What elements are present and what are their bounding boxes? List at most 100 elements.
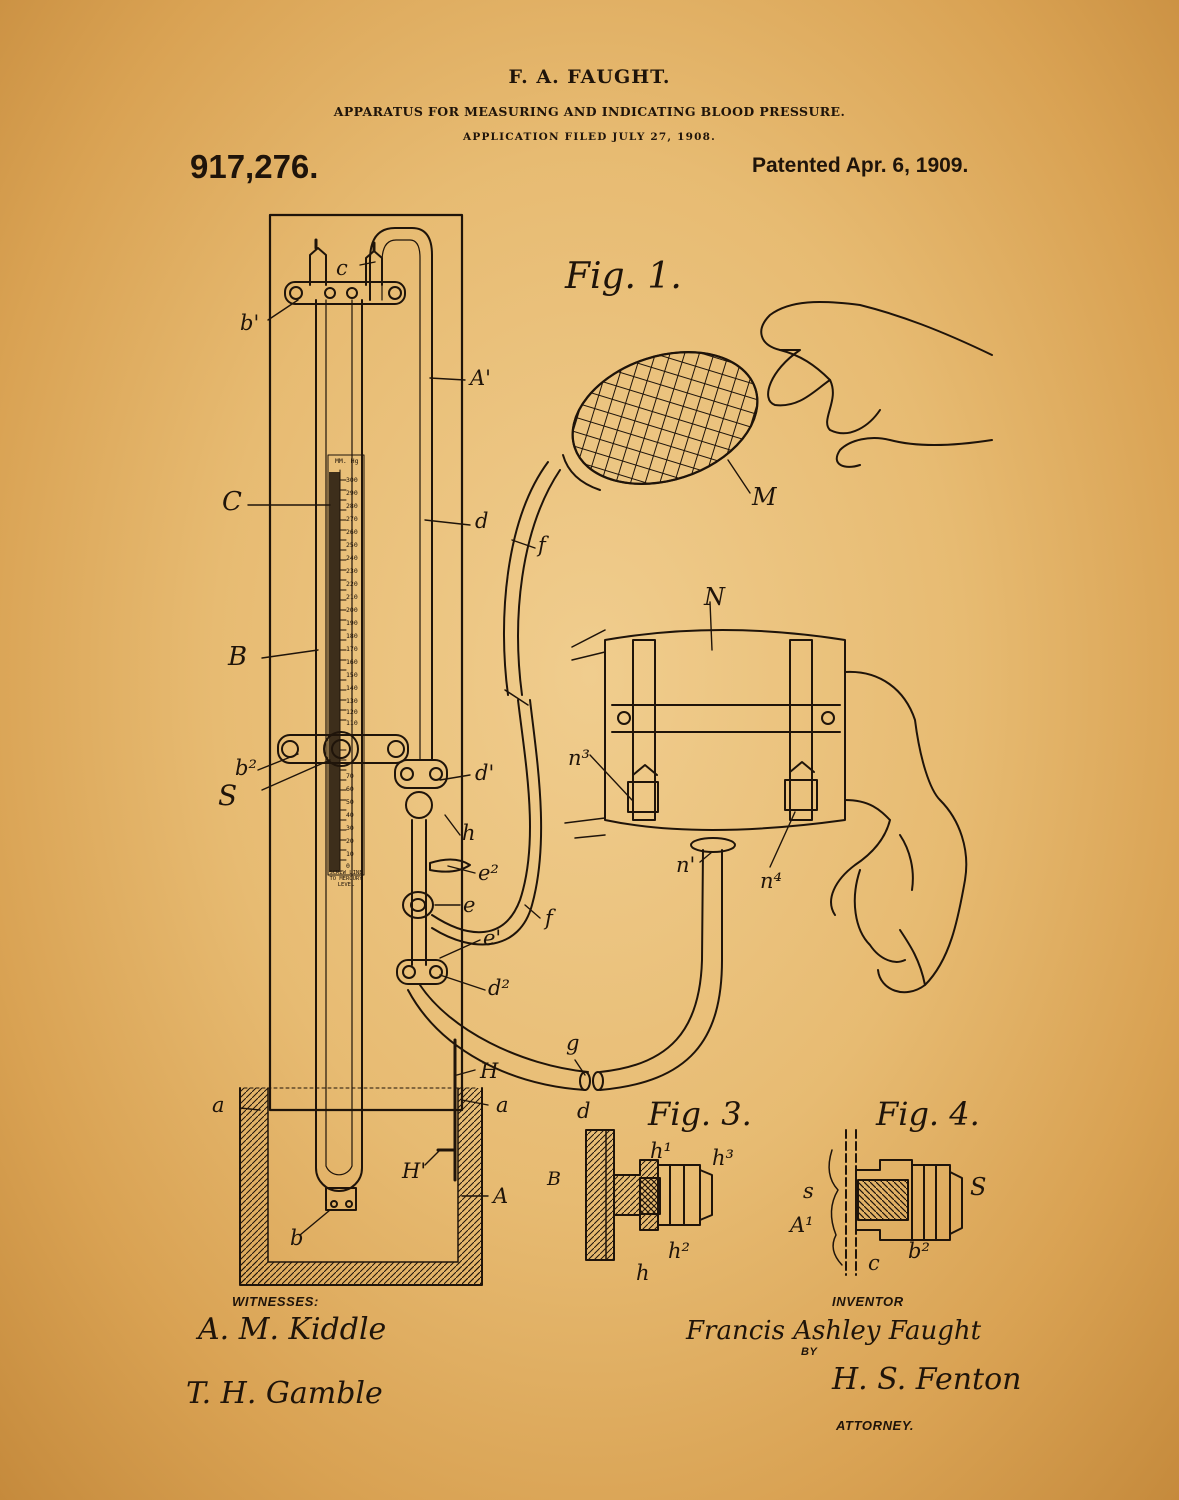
label-A: A xyxy=(491,1184,508,1208)
hand-squeezing-bulb xyxy=(760,301,993,468)
label-g: g xyxy=(566,1031,579,1055)
scale-tick-70: 70 xyxy=(346,772,354,780)
label-d2: d² xyxy=(488,976,510,1000)
inventor-signature: Francis Ashley Faught xyxy=(686,1316,982,1346)
label-n1: n' xyxy=(676,853,695,877)
fig4-label-A1: A¹ xyxy=(788,1213,814,1237)
label-c: c xyxy=(336,256,348,280)
witness2-signature: T. H. Gamble xyxy=(186,1376,383,1411)
label-e: e xyxy=(463,893,475,917)
scale-tick-200: 200 xyxy=(346,606,358,614)
label-h: h xyxy=(462,821,476,845)
leader-lines xyxy=(239,261,796,1236)
fig4-label-c: c xyxy=(868,1251,880,1275)
label-e2: e² xyxy=(478,861,499,885)
scale-tick-190: 190 xyxy=(346,619,358,627)
scale-tick-250: 250 xyxy=(346,541,358,549)
scale-tick-130: 130 xyxy=(346,697,358,705)
scale-tick-20: 20 xyxy=(346,837,354,845)
scale-tick-110: 110 xyxy=(346,719,358,727)
witnesses-label: WITNESSES: xyxy=(232,1294,319,1309)
label-e1: e' xyxy=(483,926,501,950)
fig3-label-d: d xyxy=(577,1099,590,1123)
scale-tick-120: 120 xyxy=(346,708,358,716)
label-b1: b' xyxy=(240,311,259,335)
fig3-label-h1: h¹ xyxy=(650,1139,672,1163)
label-n4: n⁴ xyxy=(760,869,782,893)
inventor-name: F. A. FAUGHT. xyxy=(508,66,671,88)
fig3-detail xyxy=(585,1129,713,1261)
attorney-label: ATTORNEY. xyxy=(836,1418,915,1433)
label-B: B xyxy=(227,642,247,672)
scale-tick-210: 210 xyxy=(346,593,358,601)
fig4-label-s: s xyxy=(803,1179,814,1203)
fig4-label: Fig. 4. xyxy=(875,1095,980,1133)
label-A1: A' xyxy=(468,366,491,390)
fig3-label: Fig. 3. xyxy=(647,1095,752,1133)
scale-tick-180: 180 xyxy=(346,632,358,640)
scale-tick-0: 0 xyxy=(346,862,350,870)
patent-title: APPARATUS FOR MEASURING AND INDICATING B… xyxy=(333,104,846,119)
scale-tick-290: 290 xyxy=(346,489,358,497)
label-n3: n³ xyxy=(568,746,590,770)
fig3-label-h3: h³ xyxy=(712,1146,734,1170)
scale-tick-170: 170 xyxy=(346,645,358,653)
scale-tick-240: 240 xyxy=(346,554,358,562)
label-f-upper: f xyxy=(536,533,549,557)
scale-tick-30: 30 xyxy=(346,824,354,832)
label-M: M xyxy=(751,483,778,511)
middle-clamp xyxy=(277,731,409,767)
mercury-scale: MM. Hg 300 290 280 270 260 250 240 230 2… xyxy=(327,454,365,888)
scale-tick-260: 260 xyxy=(346,528,358,536)
fig1-label: Fig. 1. xyxy=(564,256,682,297)
inflation-bulb xyxy=(562,351,759,491)
screw-line-note: SCREW LINE TO MERCURY LEVEL xyxy=(329,870,363,888)
scale-tick-10: 10 xyxy=(346,850,354,858)
label-N: N xyxy=(703,583,726,611)
inventor-label: INVENTOR xyxy=(832,1294,904,1309)
fig4-detail xyxy=(828,1129,963,1276)
fig4-label-S: S xyxy=(970,1173,986,1201)
scale-tick-230: 230 xyxy=(346,567,358,575)
label-H1: H' xyxy=(401,1159,426,1183)
label-d: d xyxy=(475,509,488,533)
application-filed: APPLICATION FILED JULY 27, 1908. xyxy=(463,131,716,143)
hand-forearm xyxy=(830,670,968,994)
top-clamp xyxy=(284,238,406,305)
scale-tick-150: 150 xyxy=(346,671,358,679)
witness1-signature: A. M. Kiddle xyxy=(198,1312,387,1347)
manometer-board xyxy=(268,213,464,1112)
label-d1: d' xyxy=(475,761,494,785)
label-H: H xyxy=(479,1059,499,1083)
figure-labels: Fig. 1. Fig. 3. Fig. 4. xyxy=(564,256,980,1133)
patented-date: Patented Apr. 6, 1909. xyxy=(752,154,969,177)
mercury-well xyxy=(239,1038,483,1286)
scale-tick-270: 270 xyxy=(346,515,358,523)
rubber-tubes xyxy=(407,461,723,1091)
fig3-label-h2: h² xyxy=(668,1239,690,1263)
fig4-label-b2: b² xyxy=(908,1239,930,1263)
label-b2: b² xyxy=(235,756,257,780)
scale-tick-60: 60 xyxy=(346,785,354,793)
patent-number: 917,276. xyxy=(190,148,319,185)
arm-cuff xyxy=(564,629,846,853)
label-a-left: a xyxy=(212,1093,225,1117)
valve-assembly xyxy=(394,759,471,985)
label-S: S xyxy=(218,779,237,812)
scale-tick-300: 300 xyxy=(346,476,358,484)
label-a-right: a xyxy=(496,1093,509,1117)
scale-tick-220: 220 xyxy=(346,580,358,588)
scale-tick-140: 140 xyxy=(346,684,358,692)
label-C: C xyxy=(222,487,242,517)
scale-tick-50: 50 xyxy=(346,798,354,806)
fig3-label-h: h xyxy=(636,1261,650,1285)
attorney-signature: H. S. Fenton xyxy=(832,1362,1022,1397)
fig3-label-B: B xyxy=(546,1168,561,1190)
label-f-lower: f xyxy=(543,906,556,930)
scale-tick-280: 280 xyxy=(346,502,358,510)
scale-tick-40: 40 xyxy=(346,811,354,819)
by-label: BY xyxy=(801,1346,818,1358)
label-b: b xyxy=(290,1226,303,1250)
